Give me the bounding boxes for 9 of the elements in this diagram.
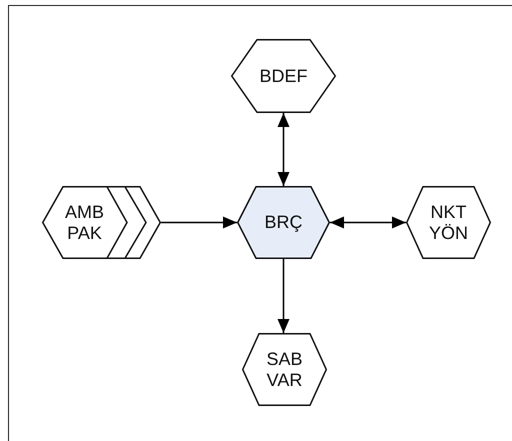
node-label: SAB VAR xyxy=(265,348,304,390)
node-label: NKT YÖN xyxy=(428,202,469,244)
arrow xyxy=(278,113,290,186)
arrow xyxy=(278,259,290,333)
node-label: AMB PAK xyxy=(64,202,105,244)
arrow xyxy=(161,216,237,228)
arrow xyxy=(330,216,406,228)
node-label: BRÇ xyxy=(263,212,304,233)
node-label: BDEF xyxy=(258,66,308,86)
